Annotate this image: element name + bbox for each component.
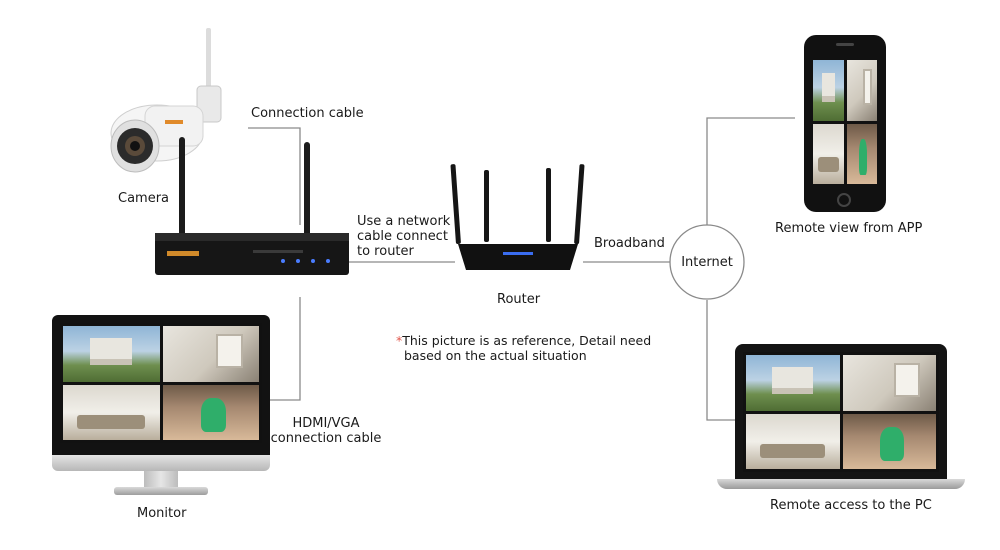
hdmi-label-line2: connection cable <box>270 431 382 446</box>
internet-phone-line <box>706 117 795 225</box>
connection-cable-label: Connection cable <box>251 106 364 121</box>
camera-device <box>110 28 222 173</box>
network-cable-label-line3: to router <box>357 244 414 259</box>
remote-app-label: Remote view from APP <box>775 221 923 236</box>
camera-label: Camera <box>118 191 170 206</box>
monitor-label: Monitor <box>137 506 187 521</box>
router-device <box>450 164 585 270</box>
monitor-device <box>52 315 270 505</box>
nvr-device <box>155 137 349 275</box>
note-line1: This picture is as reference, Detail nee… <box>402 333 652 348</box>
network-cable-label-line1: Use a network <box>357 214 451 229</box>
connection-cable-line <box>248 127 301 225</box>
broadband-label: Broadband <box>594 236 665 251</box>
note-star: * <box>396 333 403 348</box>
note-line2: based on the actual situation <box>404 348 587 363</box>
laptop-device <box>717 344 965 492</box>
router-label: Router <box>497 292 541 307</box>
note-text: *This picture is as reference, Detail ne… <box>396 333 651 363</box>
smartphone-device <box>804 35 886 212</box>
internet-label: Internet <box>681 255 733 270</box>
network-cable-label: Use a network cable connect to router <box>357 214 450 259</box>
hdmi-label: HDMI/VGA connection cable <box>270 416 382 446</box>
internet-circle <box>669 224 745 300</box>
hdmi-label-line1: HDMI/VGA <box>292 416 360 431</box>
remote-pc-label: Remote access to the PC <box>770 498 932 513</box>
hdmi-cable-line <box>270 297 301 401</box>
network-cable-label-line2: cable connect <box>357 229 448 244</box>
internet-pc-line <box>706 300 735 421</box>
